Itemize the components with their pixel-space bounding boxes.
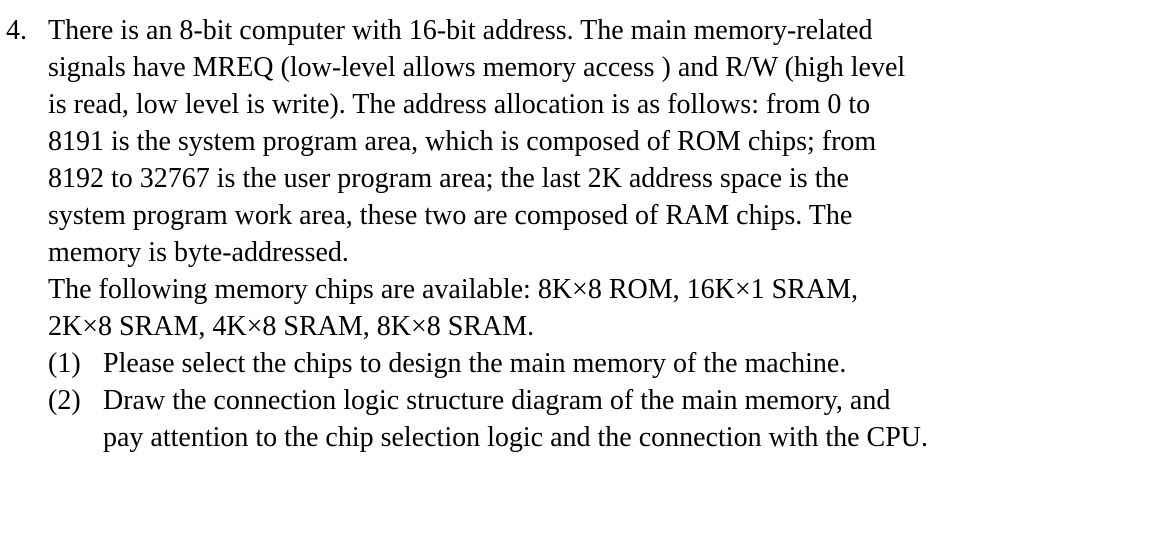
part-2-text: Draw the connection logic structure diag… bbox=[103, 385, 891, 416]
question-text-line: is read, low level is write). The addres… bbox=[48, 89, 871, 120]
available-chips-line: 2K×8 SRAM, 4K×8 SRAM, 8K×8 SRAM. bbox=[48, 311, 535, 342]
question-text-line: system program work area, these two are … bbox=[48, 200, 853, 231]
question-text-line: memory is byte-addressed. bbox=[48, 237, 349, 268]
part-1-number: (1) bbox=[48, 348, 81, 379]
question-number: 4. bbox=[6, 15, 27, 46]
question-text-line: 8192 to 32767 is the user program area; … bbox=[48, 163, 849, 194]
question-text-line: signals have MREQ (low-level allows memo… bbox=[48, 52, 906, 83]
part-2-number: (2) bbox=[48, 385, 81, 416]
part-1-text: Please select the chips to design the ma… bbox=[103, 348, 847, 379]
part-2-text: pay attention to the chip selection logi… bbox=[103, 422, 929, 453]
available-chips-line: The following memory chips are available… bbox=[48, 274, 859, 305]
question-text-line: There is an 8-bit computer with 16-bit a… bbox=[48, 15, 873, 46]
question-text-line: 8191 is the system program area, which i… bbox=[48, 126, 877, 157]
